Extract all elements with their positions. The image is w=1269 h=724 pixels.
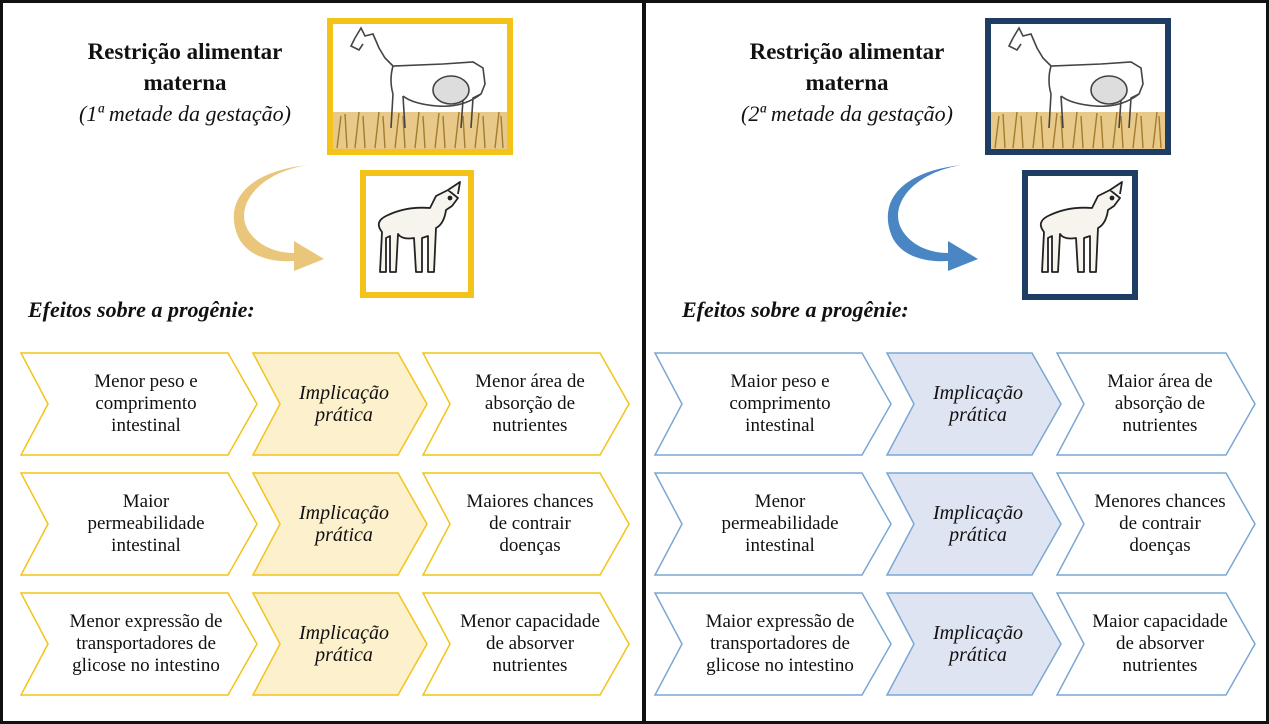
effect-text: Maior área de absorção de nutrientes: [1107, 371, 1213, 436]
cause-text: Maior permeabilidade intestinal: [87, 491, 205, 556]
curved-arrow-icon: [233, 165, 324, 271]
implication-chevron: Implicação prática: [885, 472, 1062, 576]
effect-chevron: Menor capacidade de absorver nutrientes: [421, 592, 630, 696]
effect-chevron: Menores chances de contrair doenças: [1055, 472, 1256, 576]
cause-text: Maior peso e comprimento intestinal: [729, 371, 831, 436]
effect-text: Maior capacidade de absorver nutrientes: [1092, 611, 1228, 676]
implication-chevron: Implicação prática: [251, 472, 428, 576]
cause-chevron: Menor peso e comprimento intestinal: [19, 352, 258, 456]
cause-text: Menor permeabilidade intestinal: [721, 491, 839, 556]
implication-text: Implicação prática: [299, 622, 389, 666]
cause-chevron: Menor expressão de transportadores de gl…: [19, 592, 258, 696]
cause-chevron: Menor permeabilidade intestinal: [653, 472, 892, 576]
effects-heading: Efeitos sobre a progênie:: [28, 297, 255, 322]
title-line-2: materna: [143, 70, 227, 95]
cause-chevron: Maior peso e comprimento intestinal: [653, 352, 892, 456]
implication-chevron: Implicação prática: [885, 352, 1062, 456]
effect-text: Maiores chances de contrair doenças: [466, 491, 594, 556]
effects-heading: Efeitos sobre a progênie:: [682, 297, 909, 322]
effect-row-2: Menor permeabilidade intestinal Implicaç…: [653, 472, 1259, 576]
implication-text: Implicação prática: [933, 382, 1023, 426]
effect-text: Menor área de absorção de nutrientes: [475, 371, 585, 436]
pregnant-goat-icon: [991, 26, 1165, 149]
curved-arrow-icon: [887, 165, 978, 271]
implication-chevron: Implicação prática: [251, 592, 428, 696]
effect-chevron: Maior área de absorção de nutrientes: [1055, 352, 1256, 456]
cause-text: Menor expressão de transportadores de gl…: [69, 611, 223, 676]
cause-text: Menor peso e comprimento intestinal: [94, 371, 198, 436]
effect-row-3: Menor expressão de transportadores de gl…: [19, 592, 630, 696]
effect-row-3: Maior expressão de transportadores de gl…: [653, 592, 1259, 696]
kid-goat-image: [360, 170, 474, 298]
implication-text: Implicação prática: [933, 502, 1023, 546]
kid-goat-icon: [1039, 181, 1123, 273]
effect-row-2: Maior permeabilidade intestinal Implicaç…: [19, 472, 630, 576]
effect-text: Menores chances de contrair doenças: [1094, 491, 1226, 556]
effect-chevron: Menor área de absorção de nutrientes: [421, 352, 630, 456]
panel-first-half: Restrição alimentar materna (1ª metade d…: [19, 18, 630, 696]
pregnant-goat-image: [985, 18, 1171, 155]
panel-subtitle: (1ª metade da gestação): [79, 101, 291, 126]
cause-text: Maior expressão de transportadores de gl…: [705, 611, 855, 676]
pregnant-goat-image: [327, 18, 513, 155]
panel-title: Restrição alimentar materna (2ª metade d…: [702, 36, 992, 129]
title-line-2: materna: [805, 70, 889, 95]
kid-goat-icon: [377, 181, 461, 273]
panel-title: Restrição alimentar materna (1ª metade d…: [40, 36, 330, 129]
pregnant-goat-icon: [333, 26, 507, 149]
implication-chevron: Implicação prática: [885, 592, 1062, 696]
implication-text: Implicação prática: [933, 622, 1023, 666]
cause-chevron: Maior permeabilidade intestinal: [19, 472, 258, 576]
panel-divider: [642, 0, 646, 724]
implication-chevron: Implicação prática: [251, 352, 428, 456]
effect-text: Menor capacidade de absorver nutrientes: [460, 611, 600, 676]
kid-goat-image: [1022, 170, 1138, 300]
effect-chevron: Maior capacidade de absorver nutrientes: [1055, 592, 1256, 696]
effect-row-1: Menor peso e comprimento intestinal Impl…: [19, 352, 630, 456]
effect-row-1: Maior peso e comprimento intestinal Impl…: [653, 352, 1259, 456]
cause-chevron: Maior expressão de transportadores de gl…: [653, 592, 892, 696]
effect-chevron: Maiores chances de contrair doenças: [421, 472, 630, 576]
panel-subtitle: (2ª metade da gestação): [741, 101, 953, 126]
panel-second-half: Restrição alimentar materna (2ª metade d…: [646, 0, 1269, 724]
title-line-1: Restrição alimentar: [749, 39, 945, 64]
title-line-1: Restrição alimentar: [87, 39, 283, 64]
implication-text: Implicação prática: [299, 382, 389, 426]
implication-text: Implicação prática: [299, 502, 389, 546]
